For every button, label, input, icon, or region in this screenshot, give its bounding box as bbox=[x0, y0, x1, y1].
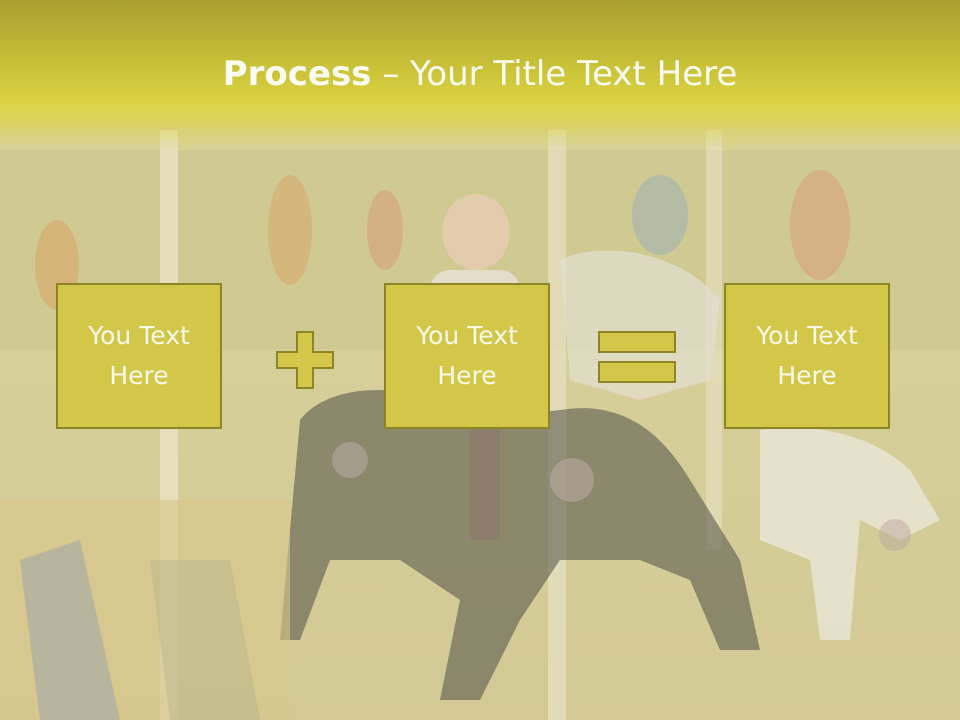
text-box-3-label: You Text Here bbox=[756, 321, 858, 390]
title-bar bbox=[0, 0, 960, 150]
text-box-2[interactable]: You Text Here bbox=[384, 283, 550, 429]
text-box-3[interactable]: You Text Here bbox=[724, 283, 890, 429]
equals-icon bbox=[598, 331, 676, 383]
text-box-2-label: You Text Here bbox=[416, 321, 518, 390]
text-box-1[interactable]: You Text Here bbox=[56, 283, 222, 429]
plus-icon bbox=[276, 331, 334, 389]
text-box-1-label: You Text Here bbox=[88, 321, 190, 390]
title-rest: – Your Title Text Here bbox=[371, 54, 738, 94]
slide-title: Process – Your Title Text Here bbox=[0, 52, 960, 96]
title-bold: Process bbox=[222, 54, 372, 94]
